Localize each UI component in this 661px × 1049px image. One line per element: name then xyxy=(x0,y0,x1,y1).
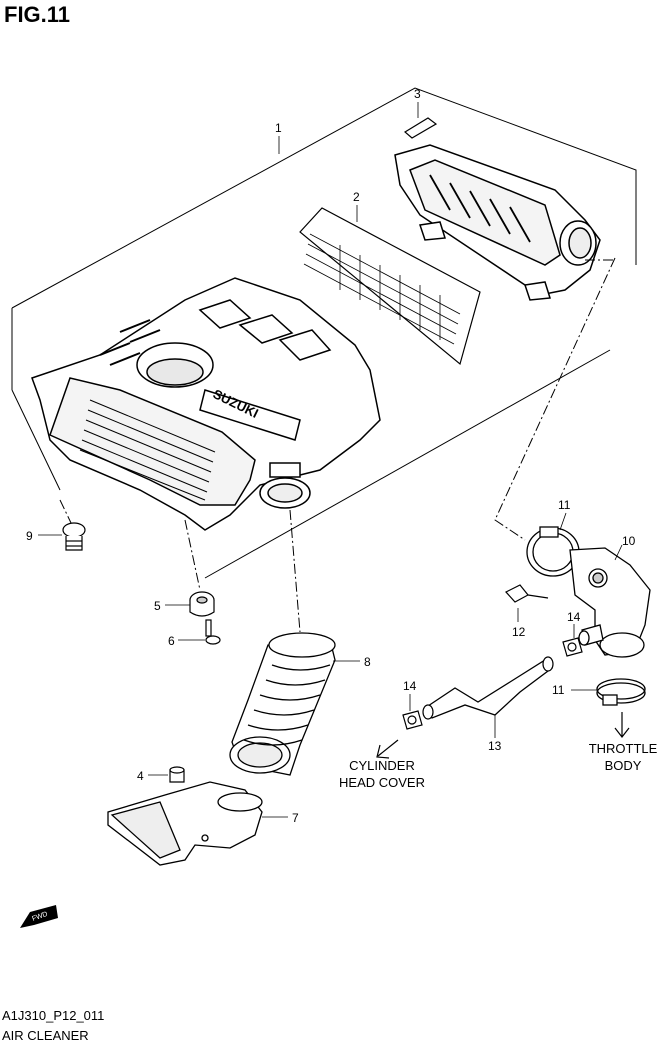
throttle-body-label-line2: BODY xyxy=(605,758,642,773)
callout-12: 12 xyxy=(512,625,526,639)
callout-7: 7 xyxy=(292,811,299,825)
hose-clamp-lower xyxy=(596,678,646,706)
grommet-part xyxy=(189,591,215,617)
callout-13: 13 xyxy=(488,739,502,753)
figure-title: FIG.11 xyxy=(4,2,71,27)
arrow-throttle-body xyxy=(614,712,630,738)
inlet-duct xyxy=(107,781,263,866)
arrow-cylinder-head xyxy=(376,739,399,759)
callout-3: 3 xyxy=(414,87,421,101)
intake-hose xyxy=(229,632,336,776)
clip-part xyxy=(403,117,438,139)
nut-part xyxy=(169,766,185,783)
fwd-arrow-icon: FWD xyxy=(20,905,58,928)
throttle-body-label-line1: THROTTLE xyxy=(589,741,658,756)
air-cleaner-case xyxy=(31,277,381,531)
callout-11-upper: 11 xyxy=(558,498,571,512)
callout-leaders xyxy=(38,102,623,818)
cylinder-head-label-line2: HEAD COVER xyxy=(339,775,425,790)
air-cleaner-cover xyxy=(394,144,601,301)
screw-clip xyxy=(505,584,549,603)
cylinder-head-label-line1: CYLINDER xyxy=(349,758,415,773)
callout-9: 9 xyxy=(26,529,33,543)
air-filter xyxy=(299,207,481,366)
callout-2: 2 xyxy=(353,190,360,204)
callouts: 1 2 3 4 5 6 7 8 9 10 11 11 12 13 14 14 xyxy=(26,87,636,825)
breather-hose xyxy=(424,659,553,719)
callout-5: 5 xyxy=(154,599,161,613)
callout-1: 1 xyxy=(275,121,282,135)
diagram-caption: AIR CLEANER xyxy=(2,1028,89,1043)
direction-labels: CYLINDER HEAD COVER THROTTLE BODY xyxy=(339,741,658,790)
small-clamp-right xyxy=(562,637,583,657)
pin-part xyxy=(205,619,221,645)
callout-14-left: 14 xyxy=(403,679,417,693)
callout-11-lower: 11 xyxy=(552,683,565,697)
callout-10: 10 xyxy=(622,534,636,548)
callout-4: 4 xyxy=(137,769,144,783)
leader-lines xyxy=(59,257,616,633)
small-clamp-left xyxy=(402,710,423,730)
callout-8: 8 xyxy=(364,655,371,669)
diagram-code: A1J310_P12_011 xyxy=(2,1008,105,1023)
callout-6: 6 xyxy=(168,634,175,648)
intake-connector xyxy=(569,547,651,658)
assembly-outline xyxy=(11,87,637,579)
callout-14-right: 14 xyxy=(567,610,581,624)
bolt-part xyxy=(62,522,86,551)
